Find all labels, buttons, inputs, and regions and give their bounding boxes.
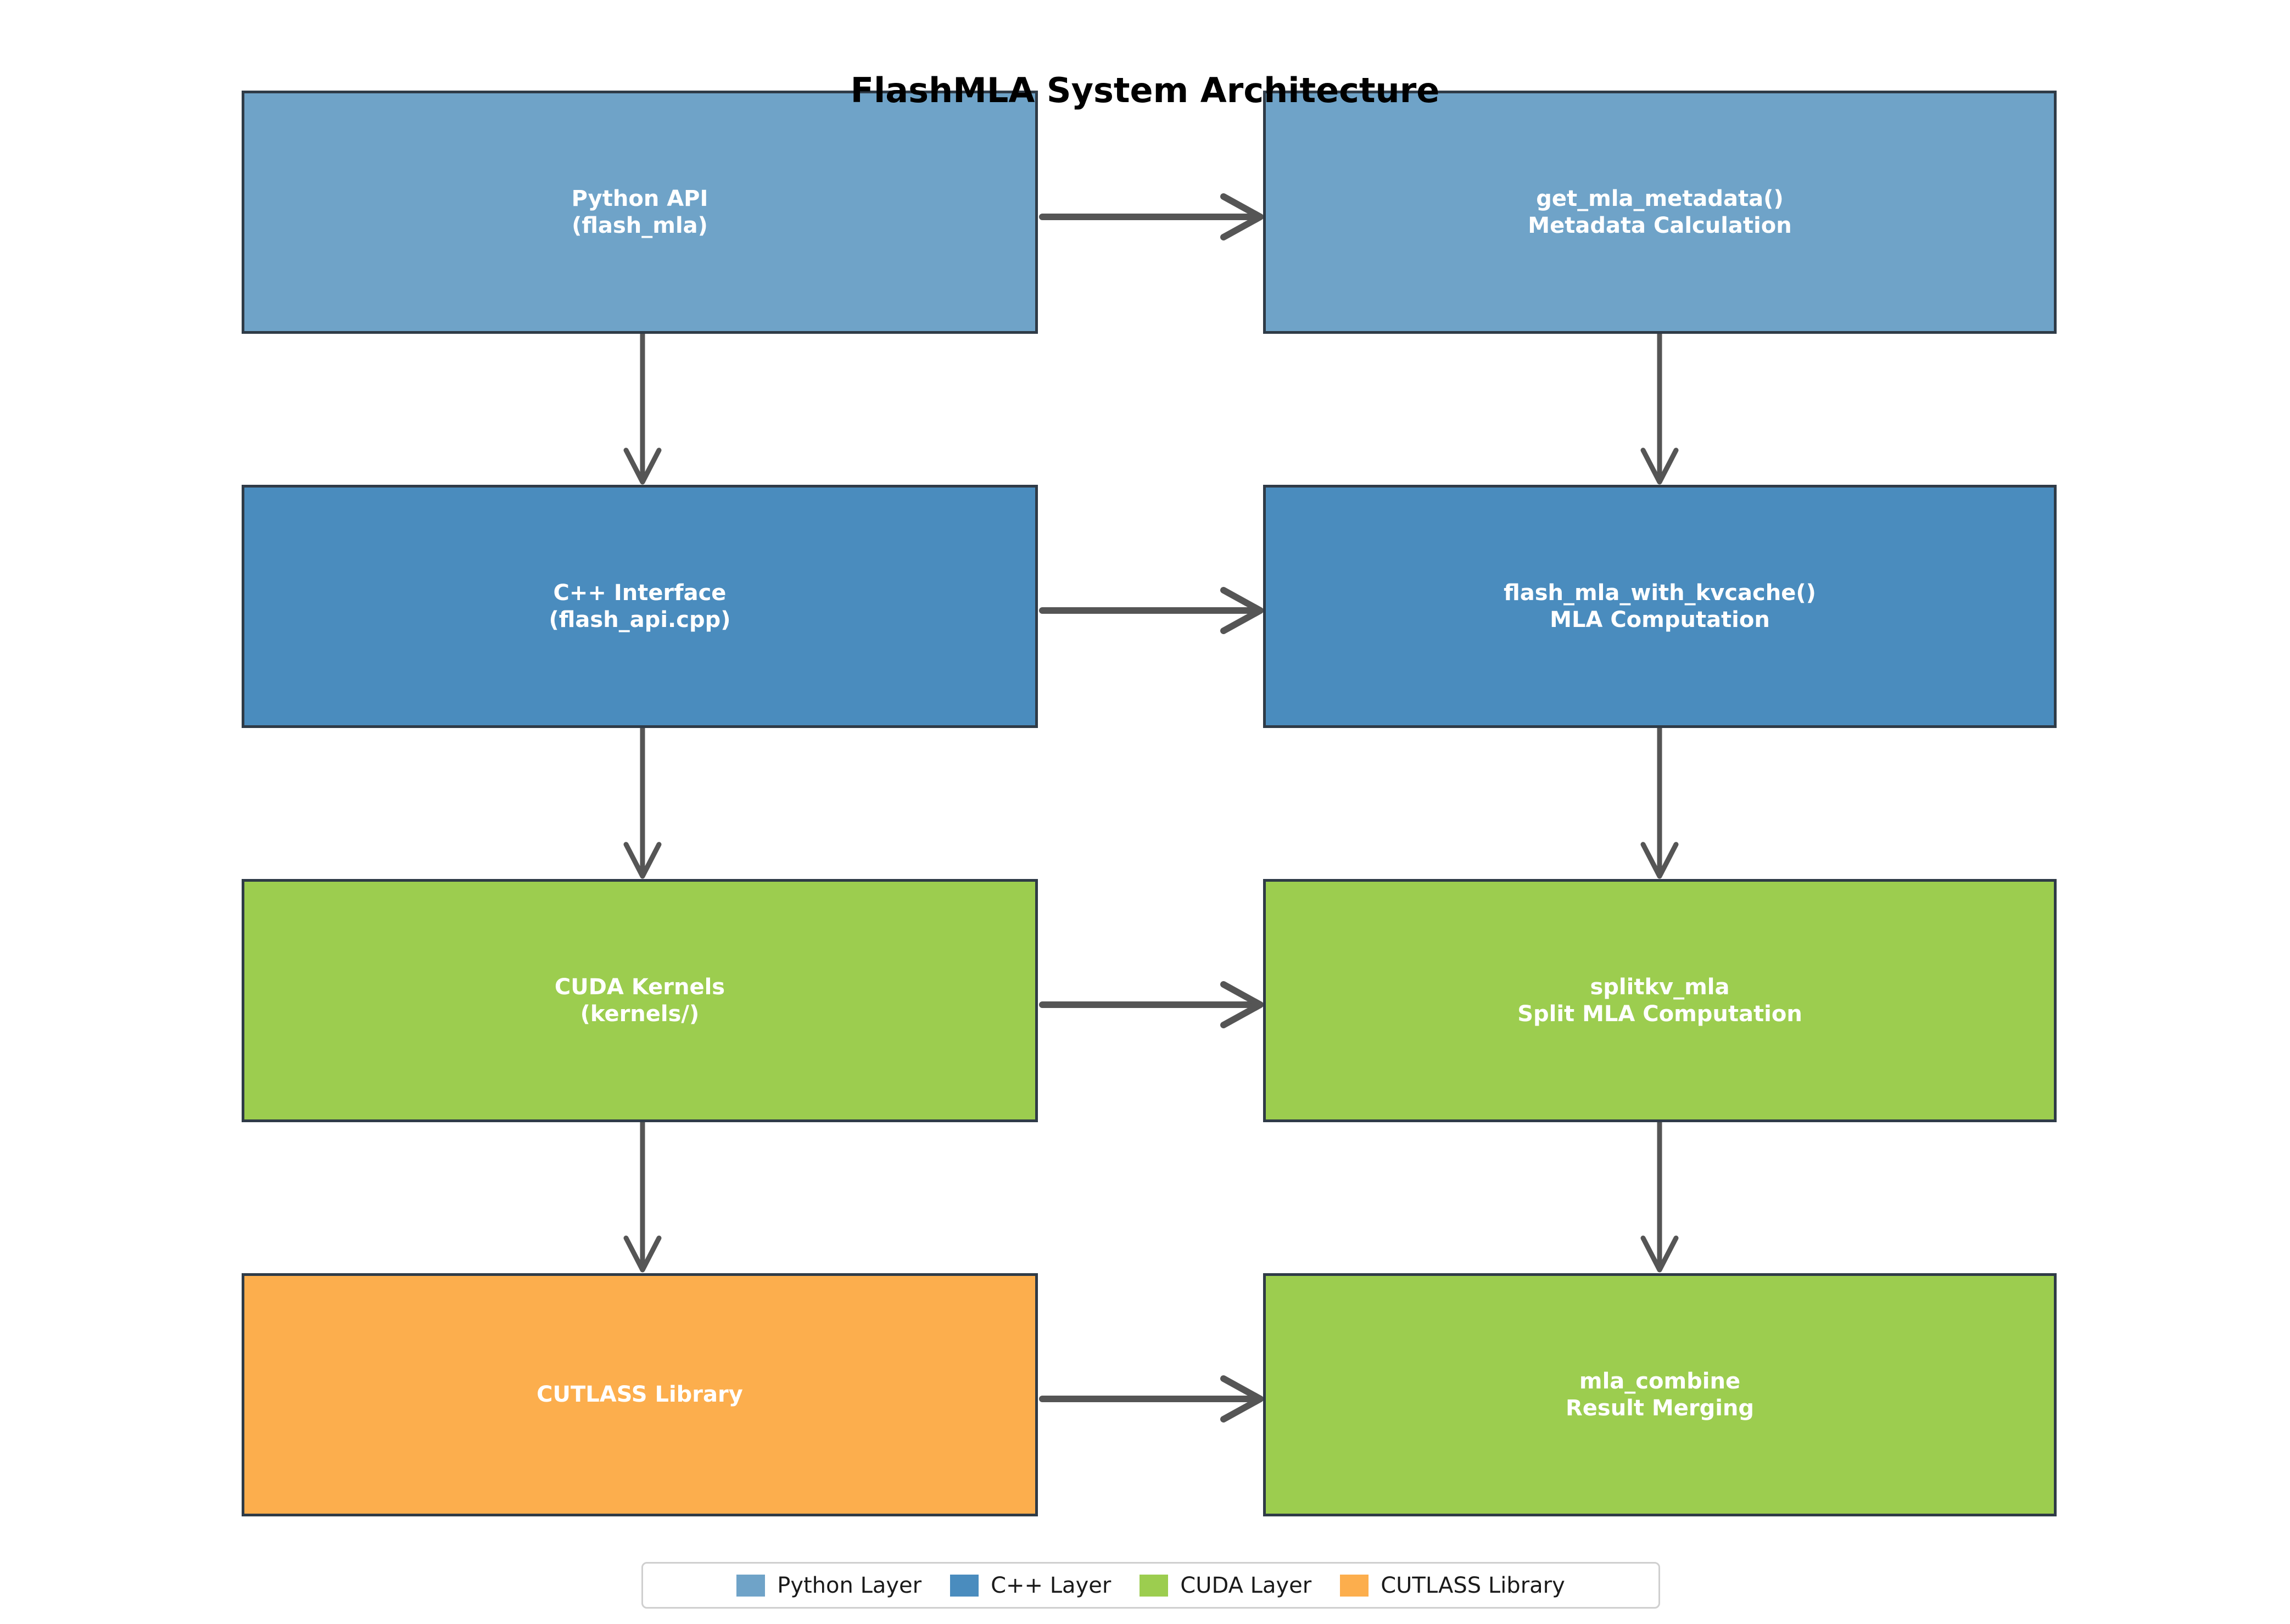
legend-label-python-layer: Python Layer bbox=[777, 1572, 922, 1598]
node-get-mla-metadata-label: get_mla_metadata() Metadata Calculation bbox=[1528, 186, 1792, 238]
legend: Python Layer C++ Layer CUDA Layer CUTLAS… bbox=[641, 1562, 1660, 1609]
legend-item-cutlass-library[interactable]: CUTLASS Library bbox=[1340, 1573, 1565, 1598]
arrow-cpp-interface-to-cuda-kernels bbox=[623, 725, 662, 879]
arrow-cuda-kernels-to-cutlass-library bbox=[623, 1119, 662, 1273]
legend-label-cpp-layer: C++ Layer bbox=[991, 1572, 1112, 1598]
node-cpp-interface[interactable]: C++ Interface (flash_api.cpp) bbox=[242, 485, 1038, 728]
legend-item-cpp-layer[interactable]: C++ Layer bbox=[950, 1573, 1111, 1598]
arrow-flash-mla-with-kvcache-to-splitkv-mla bbox=[1640, 725, 1679, 879]
legend-swatch-cuda-layer bbox=[1140, 1574, 1169, 1597]
legend-label-cutlass-library: CUTLASS Library bbox=[1381, 1572, 1565, 1598]
arrow-cutlass-library-to-mla-combine bbox=[1039, 1375, 1264, 1423]
arrow-get-mla-metadata-to-flash-mla-with-kvcache bbox=[1640, 331, 1679, 485]
legend-swatch-cpp-layer bbox=[950, 1574, 979, 1597]
legend-label-cuda-layer: CUDA Layer bbox=[1180, 1572, 1312, 1598]
node-splitkv-mla-label: splitkv_mla Split MLA Computation bbox=[1517, 974, 1802, 1027]
node-cpp-interface-label: C++ Interface (flash_api.cpp) bbox=[549, 580, 731, 632]
node-cutlass-library-label: CUTLASS Library bbox=[537, 1382, 743, 1408]
legend-swatch-cutlass-library bbox=[1340, 1574, 1369, 1597]
arrow-cuda-kernels-to-splitkv-mla bbox=[1039, 981, 1264, 1028]
node-mla-combine[interactable]: mla_combine Result Merging bbox=[1263, 1273, 2057, 1516]
node-python-api-label: Python API (flash_mla) bbox=[571, 186, 708, 238]
node-mla-combine-label: mla_combine Result Merging bbox=[1565, 1368, 1755, 1421]
node-cutlass-library[interactable]: CUTLASS Library bbox=[242, 1273, 1038, 1516]
arrow-python-api-to-get-mla-metadata bbox=[1039, 193, 1264, 240]
node-python-api[interactable]: Python API (flash_mla) bbox=[242, 91, 1038, 334]
arrow-python-api-to-cpp-interface bbox=[623, 331, 662, 485]
legend-item-cuda-layer[interactable]: CUDA Layer bbox=[1140, 1573, 1311, 1598]
node-cuda-kernels[interactable]: CUDA Kernels (kernels/) bbox=[242, 879, 1038, 1122]
arrow-cpp-interface-to-flash-mla-with-kvcache bbox=[1039, 587, 1264, 634]
node-get-mla-metadata[interactable]: get_mla_metadata() Metadata Calculation bbox=[1263, 91, 2057, 334]
legend-swatch-python-layer bbox=[736, 1574, 766, 1597]
node-cuda-kernels-label: CUDA Kernels (kernels/) bbox=[554, 974, 725, 1027]
arrow-splitkv-mla-to-mla-combine bbox=[1640, 1119, 1679, 1273]
node-splitkv-mla[interactable]: splitkv_mla Split MLA Computation bbox=[1263, 879, 2057, 1122]
node-flash-mla-with-kvcache[interactable]: flash_mla_with_kvcache() MLA Computation bbox=[1263, 485, 2057, 728]
node-flash-mla-with-kvcache-label: flash_mla_with_kvcache() MLA Computation bbox=[1504, 580, 1816, 632]
diagram-title: FlashMLA System Architecture bbox=[850, 70, 1440, 110]
legend-item-python-layer[interactable]: Python Layer bbox=[736, 1573, 921, 1598]
